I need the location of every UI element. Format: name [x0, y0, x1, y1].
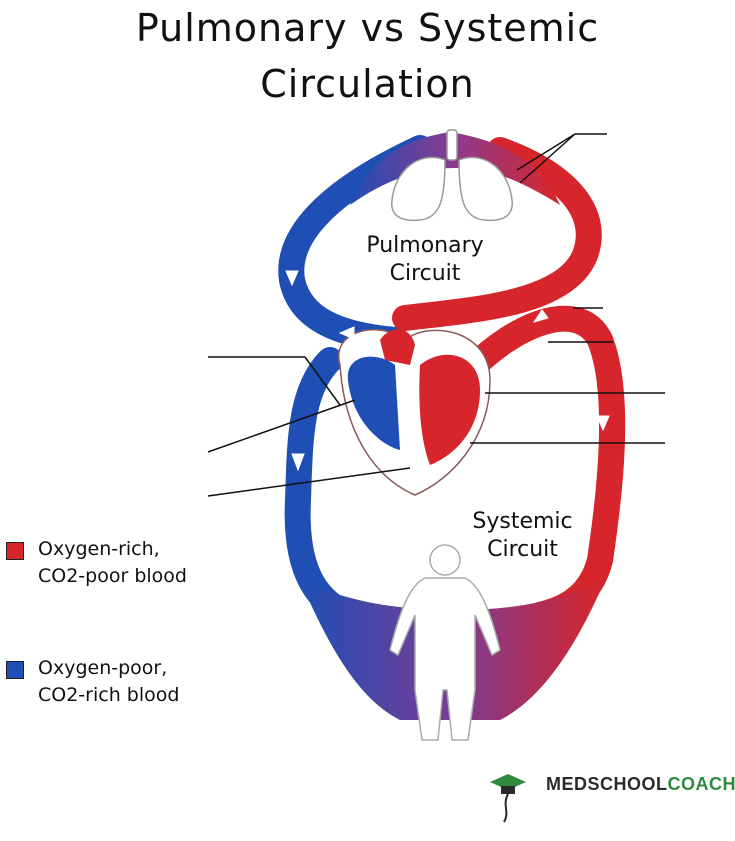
legend-oxygen-rich-line-1: Oxygen-rich,: [38, 538, 160, 560]
systemic-circuit-label: Systemic Circuit: [440, 508, 605, 564]
logo-text-part-2: COACH: [667, 774, 735, 794]
legend-oxygen-rich-text: Oxygen-rich, CO2-poor blood: [38, 536, 187, 590]
arrow-up-vena: [291, 453, 305, 472]
pulmonary-label-line-1: Pulmonary: [366, 233, 484, 258]
arrow-down-aorta: [596, 415, 610, 432]
vena-cava-vessel: [284, 347, 363, 628]
logo-text: MEDSCHOOLCOACH: [546, 774, 735, 795]
arrow-up-left: [285, 270, 299, 287]
pulmonary-circuit-label: Pulmonary Circuit: [345, 232, 505, 288]
leader-lines: [207, 133, 665, 497]
flow-arrows: [285, 270, 610, 472]
human-body-icon: [389, 544, 501, 741]
legend-oxygen-poor-line-1: Oxygen-poor,: [38, 657, 168, 679]
title-line-1: Pulmonary vs Systemic: [135, 6, 600, 50]
legend-swatch-red: [6, 542, 24, 560]
medschoolcoach-logo: MEDSCHOOLCOACH: [540, 774, 735, 795]
aorta-vessel: [457, 305, 626, 628]
legend-oxygen-poor-line-2: CO2-rich blood: [38, 684, 180, 706]
lung-capillary-bed: [350, 132, 560, 205]
logo-text-part-1: MEDSCHOOL: [546, 774, 668, 794]
title-line-2: Circulation: [260, 62, 475, 106]
pulmonary-label-line-2: Circuit: [389, 261, 461, 286]
arrow-left-pulm: [338, 326, 355, 340]
logo-icon: [490, 774, 526, 823]
heart-icon: [337, 329, 491, 496]
legend-oxygen-poor-text: Oxygen-poor, CO2-rich blood: [38, 655, 179, 709]
legend-swatch-blue: [6, 661, 24, 679]
legend-oxygen-poor: Oxygen-poor, CO2-rich blood: [6, 655, 179, 709]
arrow-down-pulm: [532, 309, 549, 323]
lungs-icon: [391, 129, 513, 222]
systemic-label-line-1: Systemic: [472, 509, 573, 534]
systemic-label-line-2: Circuit: [487, 537, 558, 562]
legend-oxygen-rich-line-2: CO2-poor blood: [38, 565, 187, 587]
pulmonary-vein-vessel: [392, 137, 602, 331]
legend-oxygen-rich: Oxygen-rich, CO2-poor blood: [6, 536, 187, 590]
